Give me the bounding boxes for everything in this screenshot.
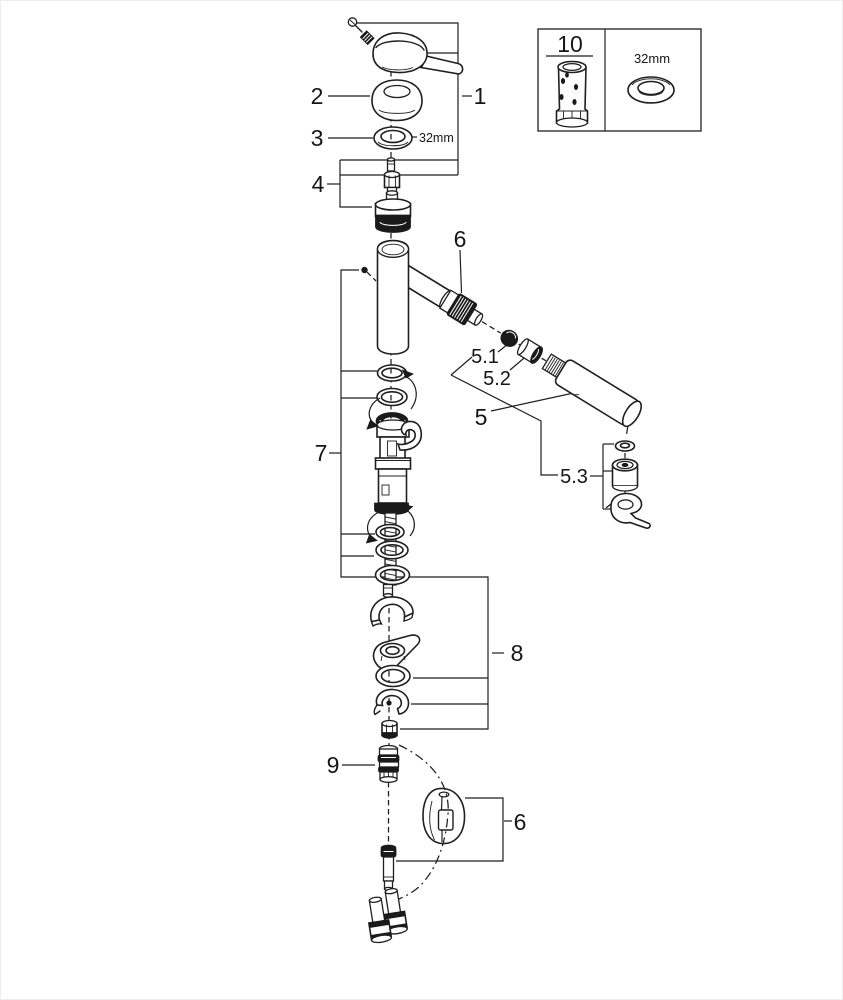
callout-3: 3 xyxy=(311,125,324,151)
stud-tip xyxy=(382,583,394,598)
callout-1: 1 xyxy=(474,83,487,109)
oring-base-large xyxy=(374,564,411,586)
spout-and-spray-assembly xyxy=(393,261,643,428)
callout-5: 5 xyxy=(475,404,488,430)
callout-7: 7 xyxy=(315,440,328,466)
callout-lines xyxy=(327,22,614,862)
mounting-triangle-clamp xyxy=(372,634,421,671)
coupling-sleeve-5-2 xyxy=(516,338,543,364)
cartridge xyxy=(374,190,412,233)
mousseur-aerator xyxy=(611,458,639,492)
oring-lower-2 xyxy=(375,540,409,560)
supply-fitting-front xyxy=(367,896,393,944)
coupling-seal-5-1 xyxy=(500,329,519,347)
service-tool xyxy=(555,60,589,128)
rotation-arrows xyxy=(365,369,417,544)
oring-top-1 xyxy=(376,364,408,382)
pullout-hose-path xyxy=(398,744,449,900)
body-set-screw xyxy=(361,266,368,274)
cartridge-nut xyxy=(383,170,401,194)
callout-8: 8 xyxy=(511,640,524,666)
callout-5-3: 5.3 xyxy=(560,466,588,488)
mousseur-seal xyxy=(614,440,636,452)
check-valve xyxy=(377,744,400,783)
oring-top-2 xyxy=(376,387,408,407)
spout-knurled-connector xyxy=(446,293,484,326)
inner-cartridge-column xyxy=(374,419,423,515)
callout-5-1: 5.1 xyxy=(471,346,499,368)
cap-ring-32mm xyxy=(373,126,413,150)
callout-4: 4 xyxy=(312,171,325,197)
inset-box xyxy=(537,28,702,132)
inset-tool-number: 10 xyxy=(557,31,583,57)
inset-ring-size: 32mm xyxy=(634,51,670,66)
callout-6-spout: 6 xyxy=(454,226,467,252)
mounting-nut xyxy=(381,719,398,739)
dimension-32mm: 32mm xyxy=(419,131,454,145)
handle-screw xyxy=(347,17,375,46)
mounting-washer xyxy=(375,664,411,688)
hose-weight xyxy=(422,787,466,845)
faucet-body xyxy=(376,239,410,355)
callout-6-weight: 6 xyxy=(514,809,527,835)
cartridge-dowel xyxy=(386,157,396,172)
callout-labels: 1 2 3 4 5 5.1 5.2 5.3 6 6 7 8 9 32mm 10 … xyxy=(311,31,670,835)
retainer-hook xyxy=(396,420,423,451)
mounting-horseshoe-spacer xyxy=(370,596,414,628)
hose-connector xyxy=(380,844,397,892)
handle-cap xyxy=(371,79,423,122)
callout-5-2: 5.2 xyxy=(483,368,511,390)
lever-handle xyxy=(372,32,464,75)
inset-ring-32mm xyxy=(627,76,675,104)
supply-hose-fittings xyxy=(367,888,409,944)
callout-9: 9 xyxy=(327,752,340,778)
mousseur-key xyxy=(605,492,651,529)
mounting-c-clamp xyxy=(373,688,410,716)
oring-lower-1 xyxy=(375,523,405,541)
spray-wand xyxy=(541,353,643,428)
callout-2: 2 xyxy=(311,83,324,109)
